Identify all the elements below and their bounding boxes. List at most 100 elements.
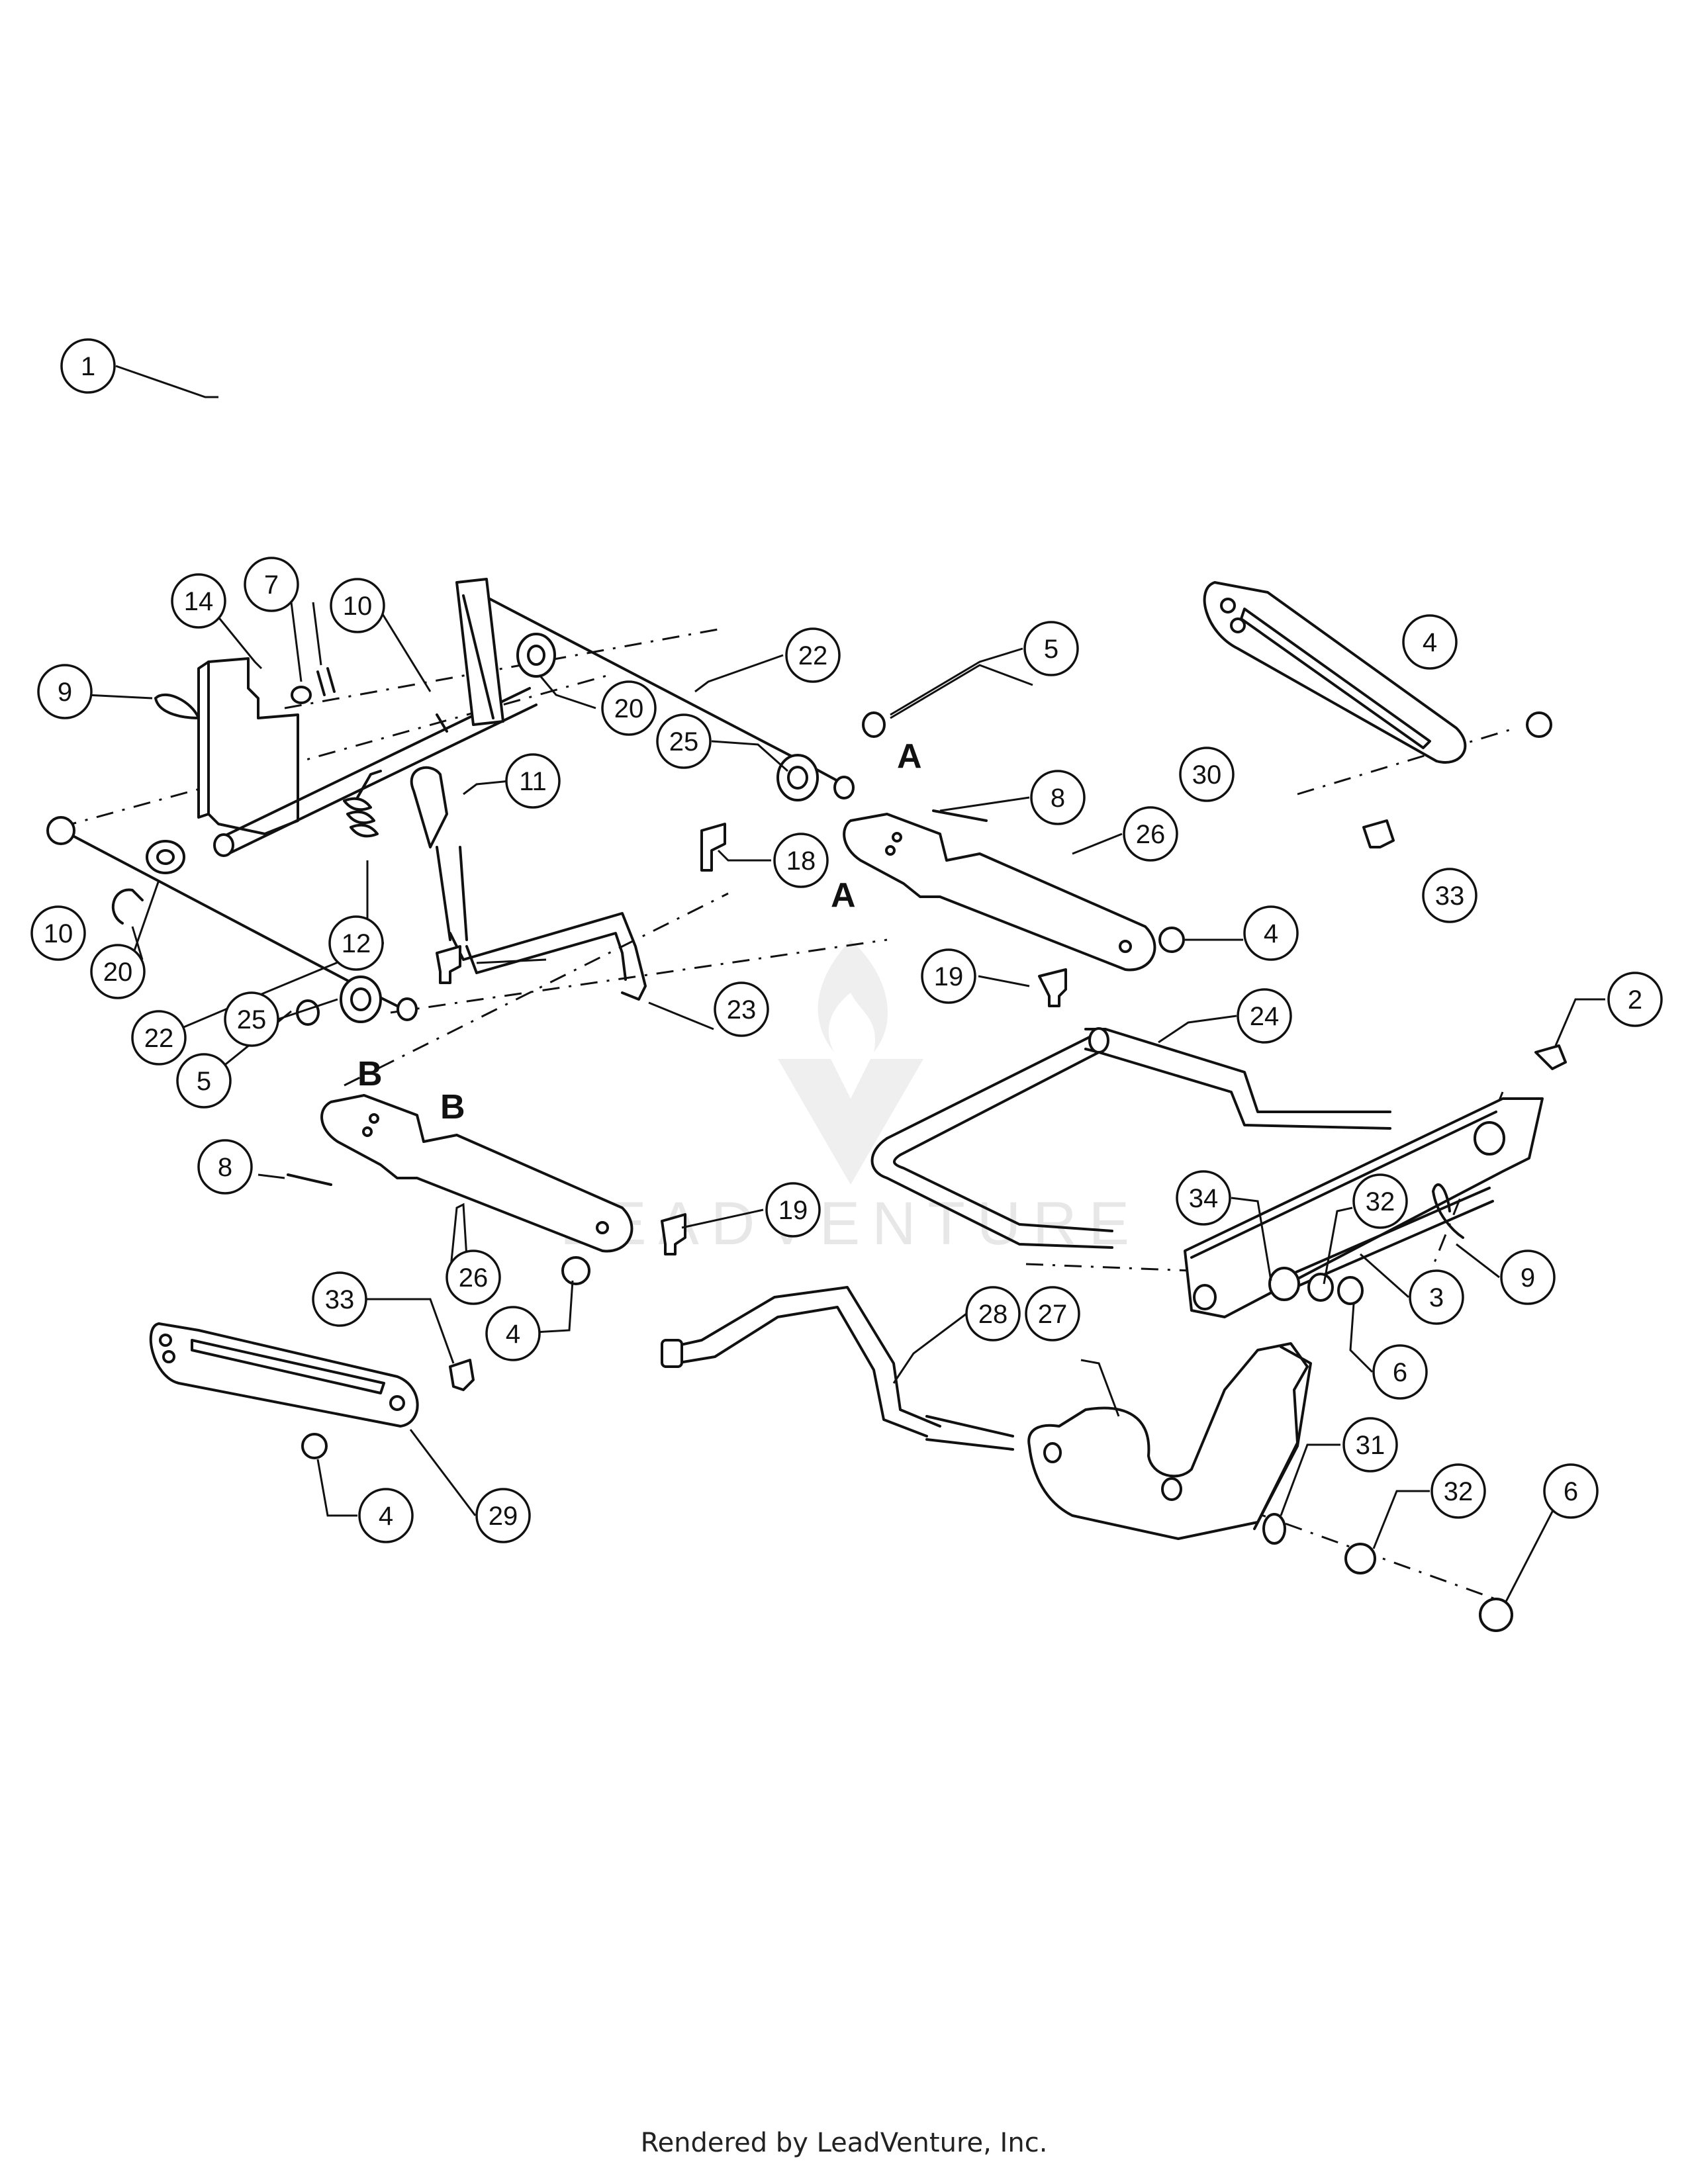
callout-26: 26: [1123, 806, 1178, 862]
callout-circle: [505, 753, 561, 809]
callout-label: 5: [197, 1067, 211, 1096]
callout-circle: [244, 557, 299, 612]
callout-label: 9: [1521, 1263, 1535, 1293]
callout-circle: [60, 338, 116, 394]
callout-4: 4: [1402, 614, 1458, 670]
callout-circle: [176, 1053, 232, 1109]
callout-circle: [1243, 905, 1299, 961]
callout-circle: [1025, 1286, 1080, 1342]
part-clip-10: [111, 888, 144, 925]
watermark-text: LEADVENTURE: [560, 1190, 1141, 1257]
callout-label: 7: [264, 570, 279, 600]
callout-label: 20: [614, 694, 644, 723]
part-nut-32-lower: [1344, 1543, 1376, 1574]
callout-label: 14: [184, 587, 214, 616]
callout-circle: [785, 627, 841, 683]
callout-label: 4: [379, 1502, 393, 1531]
callout-27: 27: [1025, 1286, 1080, 1342]
watermark-v-icon: [778, 1059, 923, 1185]
ref-label-b-lower: B: [440, 1088, 465, 1126]
callout-32: 32: [1352, 1173, 1408, 1229]
callout-label: 25: [237, 1005, 267, 1034]
callout-label: 26: [1136, 820, 1166, 849]
reference-labels: A A B B: [357, 737, 922, 1126]
part-plate-27: [1027, 1342, 1312, 1540]
callout-5: 5: [176, 1053, 232, 1109]
part-pin-18-lower: [436, 945, 461, 984]
callout-29: 29: [475, 1488, 531, 1543]
callout-circle: [1372, 1344, 1428, 1400]
callout-label: 18: [786, 846, 816, 876]
part-lift-bar-23: [449, 912, 647, 1001]
callout-label: 10: [343, 592, 373, 621]
callout-label: 4: [1423, 628, 1437, 657]
callout-20: 20: [90, 944, 146, 999]
callout-label: 22: [798, 641, 828, 670]
callout-23: 23: [714, 981, 769, 1037]
callout-circle: [312, 1271, 367, 1327]
callout-circle: [1430, 1463, 1486, 1519]
part-nut-4-upper-b: [1526, 711, 1552, 738]
part-hairpin-9-left: [154, 693, 200, 719]
callout-circle: [1030, 770, 1086, 825]
part-nut-4-upper-a: [1158, 927, 1185, 953]
part-nut-4-lower-a: [561, 1256, 590, 1285]
callout-label: 22: [144, 1024, 174, 1053]
callout-label: 23: [727, 995, 757, 1024]
part-roller-25-lower: [340, 976, 418, 1023]
callout-label: 4: [1264, 919, 1278, 948]
callout-circle: [1543, 1463, 1599, 1519]
part-rod-28: [661, 1286, 1014, 1451]
callout-label: 27: [1038, 1300, 1068, 1329]
callout-label: 10: [44, 919, 73, 948]
callout-label: 29: [489, 1502, 518, 1531]
callout-label: 19: [934, 962, 964, 991]
callout-10: 10: [330, 578, 385, 633]
callout-label: 32: [1444, 1477, 1474, 1506]
callout-14: 14: [171, 573, 226, 629]
watermark-flame-icon: [818, 940, 888, 1052]
part-washer-14: [291, 686, 312, 704]
callout-31: 31: [1342, 1417, 1398, 1473]
callout-7: 7: [244, 557, 299, 612]
callout-circle: [1237, 988, 1292, 1044]
part-cotter-8-upper: [932, 809, 988, 822]
callout-label: 2: [1628, 985, 1642, 1015]
part-cotter-8-lower: [287, 1173, 332, 1186]
callout-18: 18: [773, 833, 829, 888]
callout-8: 8: [197, 1139, 253, 1195]
part-nut-4-lower-b: [301, 1433, 328, 1459]
callout-label: 8: [1051, 784, 1065, 813]
callout-label: 1: [81, 352, 95, 381]
callout-circle: [1352, 1173, 1408, 1229]
callout-circle: [330, 578, 385, 633]
callout-label: 20: [103, 958, 133, 987]
callout-circle: [485, 1306, 541, 1361]
callout-circle: [1123, 806, 1178, 862]
callout-33: 33: [1422, 868, 1477, 923]
callout-circle: [965, 1286, 1021, 1342]
callout-19: 19: [921, 948, 976, 1004]
callout-label: 28: [978, 1300, 1008, 1329]
callout-circle: [1607, 972, 1663, 1027]
callout-32: 32: [1430, 1463, 1486, 1519]
callouts: 1147102220952511818122610202225523419304…: [30, 338, 1663, 1543]
callout-label: 3: [1429, 1283, 1444, 1312]
callout-label: 19: [778, 1196, 808, 1225]
callout-label: 32: [1366, 1187, 1395, 1216]
callout-circle: [601, 680, 657, 736]
part-handle-11: [410, 766, 468, 941]
callout-4: 4: [485, 1306, 541, 1361]
callout-circle: [328, 915, 384, 971]
callout-label: 34: [1189, 1184, 1219, 1213]
callout-label: 11: [519, 767, 547, 796]
callout-34: 34: [1176, 1170, 1231, 1226]
callout-label: 33: [1435, 882, 1465, 911]
footer-credit: Rendered by LeadVenture, Inc.: [640, 2128, 1048, 2158]
part-cotter-7: [316, 667, 336, 696]
callout-circle: [197, 1139, 253, 1195]
callout-label: 9: [58, 678, 72, 707]
callout-circle: [1409, 1269, 1464, 1325]
ref-label-b-upper: B: [357, 1055, 383, 1093]
callout-label: 6: [1564, 1477, 1578, 1506]
